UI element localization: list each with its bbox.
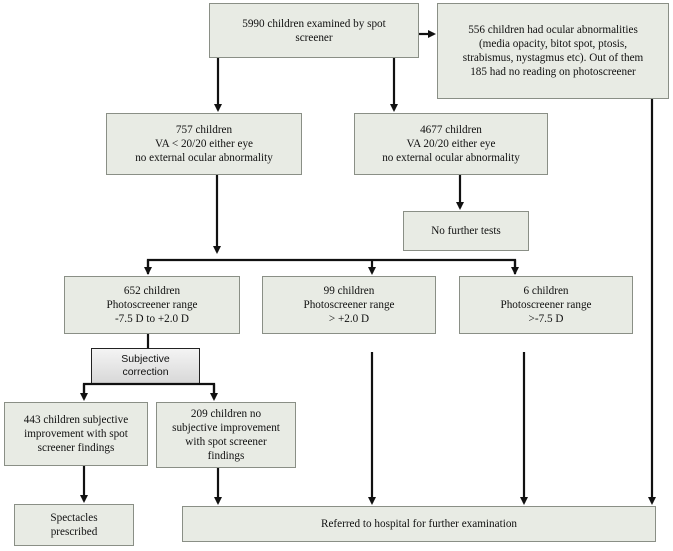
node-va-normal: 4677 children VA 20/20 either eye no ext… [354, 113, 548, 175]
node-children-examined: 5990 children examined by spot screener [209, 3, 419, 58]
node-spectacles-prescribed: Spectacles prescribed [14, 504, 134, 546]
node-range-6: 6 children Photoscreener range >-7.5 D [459, 276, 633, 334]
subjective-split-bar [82, 382, 216, 398]
split-bar [146, 258, 517, 274]
node-no-further-tests: No further tests [403, 211, 529, 251]
node-ocular-abnormalities: 556 children had ocular abnormalities (m… [437, 3, 669, 99]
node-range-652: 652 children Photoscreener range -7.5 D … [64, 276, 240, 334]
node-no-improvement-209: 209 children no subjective improvement w… [156, 402, 296, 468]
node-improved-443: 443 children subjective improvement with… [4, 402, 148, 466]
node-va-below-normal: 757 children VA < 20/20 either eye no ex… [106, 113, 302, 175]
node-range-99: 99 children Photoscreener range > +2.0 D [262, 276, 436, 334]
node-referred-hospital: Referred to hospital for further examina… [182, 506, 656, 542]
